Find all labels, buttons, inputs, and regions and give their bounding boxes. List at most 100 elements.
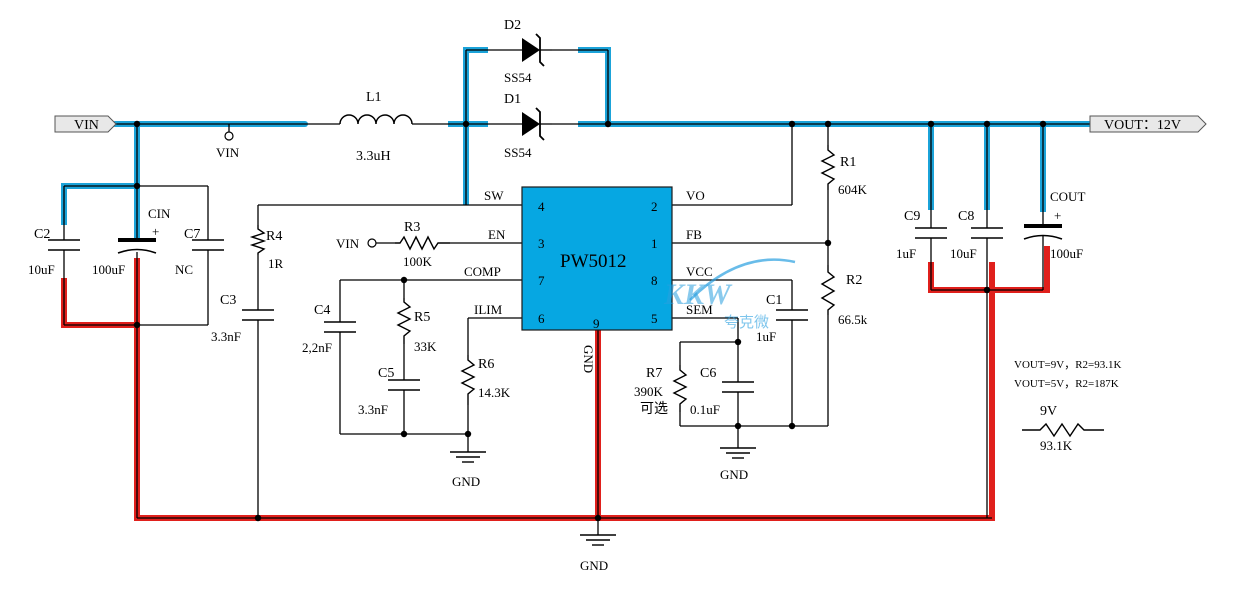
l1-ref: L1 [366, 90, 382, 105]
gnd-label-sem: GND [720, 467, 748, 482]
d1-ref: D1 [504, 92, 521, 107]
pin-label-sem: SEM [686, 302, 713, 317]
en-vin-label: VIN [336, 236, 360, 251]
resistor-r4: R4 1R [249, 225, 284, 271]
r7-value: 390K [634, 384, 664, 399]
c6-ref: C6 [700, 366, 716, 381]
c8-value: 10uF [950, 246, 977, 261]
pin-label-en: EN [488, 227, 506, 242]
r4-value: 1R [268, 256, 284, 271]
gnd-label-main: GND [580, 558, 608, 573]
note-line-1: VOUT=9V，R2=93.1K [1014, 359, 1121, 371]
c2-ref: C2 [34, 227, 50, 242]
pin-label-comp: COMP [464, 264, 501, 279]
pin-label-gnd: GND [581, 345, 596, 373]
resistor-r6: R6 14.3K [460, 355, 511, 405]
capacitor-c8: C8 10uF [950, 209, 1003, 261]
ic-pw5012: PW5012 4 3 7 6 2 1 8 5 9 [521, 186, 673, 331]
d2-ref: D2 [504, 18, 521, 33]
pin-label-ilim: ILIM [474, 302, 503, 317]
pin-num-4: 4 [538, 199, 545, 214]
resistor-r1: R1 604K [820, 145, 868, 197]
wire-layer [63, 49, 1090, 535]
diode-d2: D2 SS54 [504, 18, 552, 85]
resistor-r7: R7 390K 可选 [634, 365, 688, 417]
r6-value: 14.3K [478, 385, 511, 400]
watermark-text: 夸克微 [724, 314, 769, 331]
r1-value: 604K [838, 182, 868, 197]
capacitor-c9: C9 1uF [896, 209, 947, 261]
highlight-d2-out [578, 47, 611, 124]
pin-num-3: 3 [538, 236, 545, 251]
c1-ref: C1 [766, 293, 782, 308]
resistor-r3: VIN R3 100K [336, 220, 450, 269]
pin-label-fb: FB [686, 227, 702, 242]
c7-ref: C7 [184, 227, 200, 242]
resistor-r2: R2 66.5k [820, 265, 868, 327]
ground-symbol-comp: GND [450, 451, 486, 489]
pin-label-vo: VO [686, 188, 705, 203]
r4-ref: R4 [266, 229, 282, 244]
note-line-2: VOUT=5V，R2=187K [1014, 378, 1119, 390]
c6-value: 0.1uF [690, 402, 720, 417]
ground-symbol-sem: GND [720, 447, 756, 482]
capacitor-c4: C4 2,2nF [302, 303, 356, 355]
highlight-ground-c2 [61, 278, 137, 328]
r1-ref: R1 [840, 155, 856, 170]
capacitor-c7: C7 NC [175, 227, 224, 277]
r2-value: 66.5k [838, 312, 868, 327]
cin-ref: CIN [148, 206, 171, 221]
l1-value: 3.3uH [356, 149, 391, 164]
c7-value: NC [175, 262, 193, 277]
cout-polarity: + [1054, 208, 1061, 223]
pin-num-7: 7 [538, 273, 545, 288]
capacitor-c6: C6 0.1uF [690, 366, 754, 417]
d1-value: SS54 [504, 145, 532, 160]
c2-value: 10uF [28, 262, 55, 277]
notes: VOUT=9V，R2=93.1K VOUT=5V，R2=187K 9V 93.1… [1014, 359, 1121, 453]
capacitor-c1: C1 1uF [756, 293, 808, 344]
vin-probe: VIN [216, 124, 240, 160]
c4-value: 2,2nF [302, 340, 332, 355]
cin-polarity: + [152, 224, 159, 239]
vin-port-label: VIN [74, 118, 99, 133]
watermark-logo: KKW [663, 278, 733, 311]
r3-ref: R3 [404, 220, 420, 235]
vout-port-label: VOUT：12V [1104, 118, 1181, 133]
r7-note: 可选 [640, 401, 668, 417]
pin-label-vcc: VCC [686, 264, 713, 279]
legend-value: 93.1K [1040, 438, 1073, 453]
pin-num-8: 8 [651, 273, 658, 288]
c3-value: 3.3nF [211, 329, 241, 344]
pin-num-9: 9 [593, 316, 600, 331]
c1-value: 1uF [756, 329, 776, 344]
r3-value: 100K [403, 254, 433, 269]
watermark: KKW 夸克微 [663, 258, 796, 331]
ground-symbol-main: GND [580, 534, 616, 573]
junction-dots [133, 120, 1047, 522]
c3-ref: C3 [220, 293, 236, 308]
ic-pin-labels: SW EN COMP ILIM VO FB VCC SEM GND [464, 188, 713, 373]
r2-ref: R2 [846, 273, 862, 288]
gnd-label-comp: GND [452, 474, 480, 489]
vin-probe-label: VIN [216, 145, 240, 160]
pin-label-sw: SW [484, 188, 504, 203]
d2-value: SS54 [504, 70, 532, 85]
resistor-r5: R5 33K [396, 298, 437, 354]
legend-title: 9V [1040, 404, 1057, 419]
capacitor-c5: C5 3.3nF [358, 366, 420, 417]
legend-resistor-icon [1022, 422, 1104, 438]
c8-ref: C8 [958, 209, 974, 224]
c9-value: 1uF [896, 246, 916, 261]
r6-ref: R6 [478, 357, 494, 372]
diode-d1: D1 SS54 [504, 92, 552, 160]
capacitor-c2: C2 10uF [28, 227, 80, 277]
capacitor-cout: COUT + 100uF [1023, 189, 1085, 261]
r7-ref: R7 [646, 366, 662, 381]
cout-value: 100uF [1050, 246, 1083, 261]
capacitor-c3: C3 3.3nF [211, 293, 274, 344]
inductor-l1: L1 3.3uH [339, 90, 413, 164]
ic-name: PW5012 [560, 251, 627, 272]
